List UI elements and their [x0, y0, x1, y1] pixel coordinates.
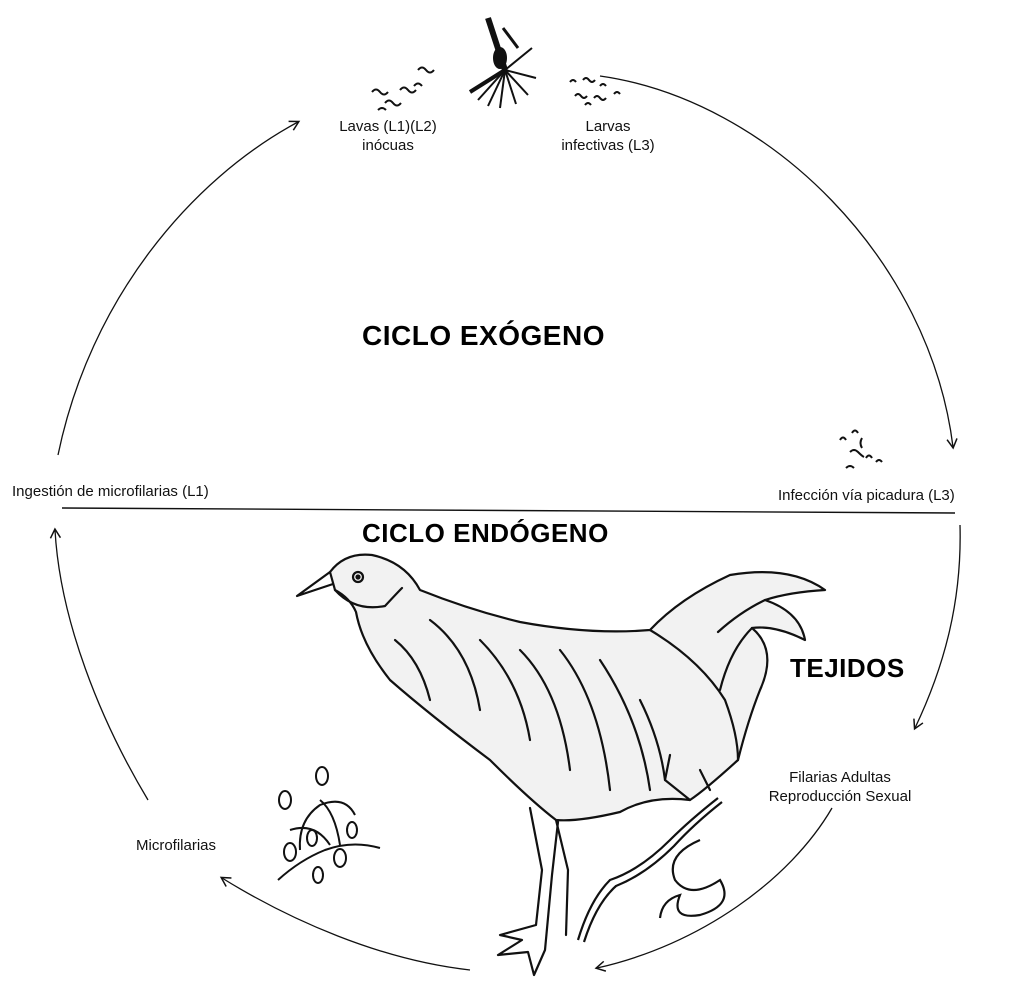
label-ingestion: Ingestión de microfilarias (L1): [12, 482, 209, 501]
arrow-microfilariae-to-ingestion: [55, 530, 148, 800]
label-infection: Infección vía picadura (L3): [778, 486, 955, 505]
cycle-divider-line: [62, 508, 955, 513]
label-l1-l2-line1: Lavas (L1)(L2): [308, 117, 468, 136]
label-adult-filariae: Filarias Adultas Reproducción Sexual: [740, 768, 940, 806]
title-exogenous-cycle: CICLO EXÓGENO: [362, 320, 605, 352]
l3-larvae-icon: [570, 78, 620, 105]
label-l3-larvae: Larvas infectivas (L3): [538, 117, 678, 155]
l1-l2-larvae-icon: [372, 68, 434, 111]
label-adults-line2: Reproducción Sexual: [740, 787, 940, 806]
arrow-adults-to-bottom: [597, 808, 832, 968]
chicken-illustration: [297, 555, 825, 975]
label-adults-line1: Filarias Adultas: [740, 768, 940, 787]
arrow-ingestion-to-l1: [58, 122, 298, 455]
title-endogenous-cycle: CICLO ENDÓGENO: [362, 518, 609, 549]
adult-filariae-icon: [578, 798, 725, 942]
arrow-bottom-to-microfilariae: [222, 878, 470, 970]
label-l3-line1: Larvas: [538, 117, 678, 136]
label-l3-line2: infectivas (L3): [538, 136, 678, 155]
label-l1-l2-line2: inócuas: [308, 136, 468, 155]
mosquito-icon: [470, 18, 536, 108]
label-l1-l2-larvae: Lavas (L1)(L2) inócuas: [308, 117, 468, 155]
arrow-infection-to-tissues: [915, 525, 960, 728]
microfilariae-icon: [278, 767, 380, 883]
infection-larvae-icon: [840, 431, 882, 469]
label-microfilariae: Microfilarias: [136, 836, 216, 855]
label-tissues: TEJIDOS: [790, 653, 905, 684]
